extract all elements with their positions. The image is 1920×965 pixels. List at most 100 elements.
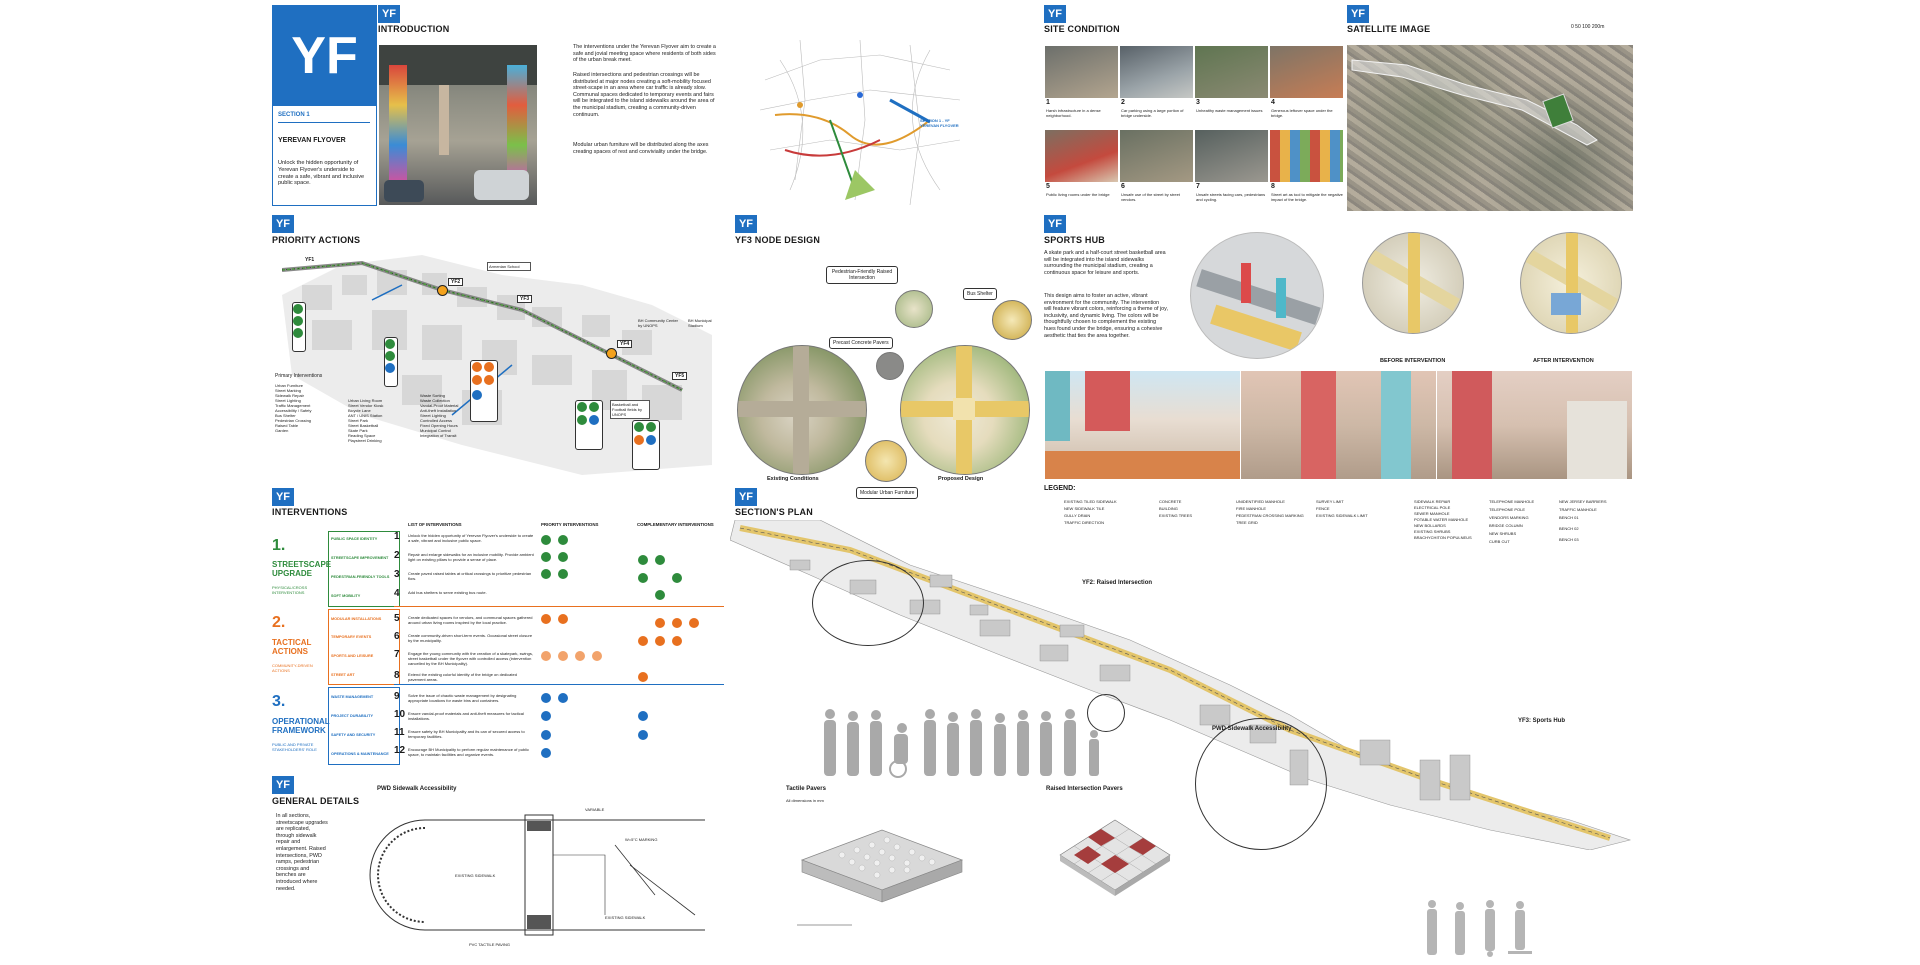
legend-item: NEW BOLLARDS [1414, 523, 1446, 528]
priority-legend: Primary Interventions Urban Furniture St… [272, 373, 492, 485]
legend-item: EXISTING SHRUBS [1414, 529, 1451, 534]
legend-item: Anti-theft Installation [420, 408, 457, 413]
priority-title: PRIORITY ACTIONS [272, 235, 361, 245]
pwd-drawing: EXISTING SIDEWALK EXISTING SIDEWALK PVC … [365, 795, 765, 960]
item-text: Ensure vandal-proof materials and anti-t… [408, 711, 524, 721]
legend-item: NEW JERSEY BARRIERS [1559, 499, 1607, 504]
node-yf3: YF3 [517, 295, 533, 303]
legend-item: Waste Collection [420, 398, 450, 403]
priority-legend-title: Primary Interventions [275, 373, 323, 379]
group-1-tag-4: SOFT MOBILITY [331, 594, 361, 598]
legend-item: Urban Furniture [275, 383, 304, 388]
tactile-note: All dimensions in mm [786, 798, 824, 803]
legend-item: SEWER MANHOLE [1414, 511, 1450, 516]
item-text: Unlock the hidden opportunity of Yerevan… [408, 533, 534, 543]
badge-plan: YF [735, 488, 757, 506]
legend-item: FENCE [1316, 506, 1330, 511]
item-text: Create dedicated spaces for vendors, and… [408, 615, 533, 625]
site-cap-5: Public living rooms under the bridge [1046, 192, 1110, 197]
pwd-label-4: VARIABLE [585, 807, 605, 812]
legend-item: Accessibility / Safety [275, 408, 312, 413]
legend-item: BRIDGE COLUMN [1489, 523, 1523, 528]
legend-item: UNIDENTIFIED MANHOLE [1236, 499, 1285, 504]
group-3-sub: PUBLIC AND PRIVATE STAKEHOLDERS' ROLE [272, 742, 317, 752]
group-3-num: 3. [272, 693, 286, 710]
site-num-6: 6 [1121, 183, 1125, 190]
group-2-num: 2. [272, 614, 286, 631]
group-1-sub: PHYSICAL/CROSS INTERVENTIONS [272, 585, 308, 595]
legend-item: SIDEWALK REPAIR [1414, 499, 1451, 504]
satellite-scale: 0 50 100 200m [1571, 24, 1605, 30]
sports-after-plan [1520, 232, 1622, 334]
site-cap-1: Harsh infrastructure in a dense neighbor… [1046, 108, 1101, 118]
node-callout-pavers: Precast Concrete Pavers [829, 337, 893, 349]
legend-item: CURB CUT [1489, 539, 1510, 544]
legend-item: TREE GRID [1236, 520, 1258, 525]
item-text: Create community-driven short-term event… [408, 633, 533, 643]
site-num-3: 3 [1196, 99, 1200, 106]
sports-after-label: AFTER INTERVENTION [1533, 358, 1594, 364]
intro-photo [378, 44, 538, 206]
site-photo-7 [1194, 129, 1269, 183]
node-callout-bus: Bus Shelter [963, 288, 997, 300]
site-num-4: 4 [1271, 99, 1275, 106]
node-yf1: YF1 [305, 257, 315, 263]
legend-item: Street Park [348, 418, 369, 423]
legend-item: TELEPHONE MANHOLE [1489, 499, 1535, 504]
site-photo-6 [1119, 129, 1194, 183]
site-num-8: 8 [1271, 183, 1275, 190]
section-plan-drawing [729, 519, 1640, 851]
plan-circle-yf2 [812, 560, 924, 646]
legend-item: Street Lighting [420, 413, 446, 418]
plan-title: SECTION'S PLAN [735, 507, 813, 517]
legend-item: Playstreet Drinking [348, 438, 382, 443]
item-num: 4 [394, 588, 400, 599]
node-callout-raised: Pedestrian-Friendly Raised Intersection [826, 266, 898, 284]
legend-item: Street Marking [275, 388, 302, 393]
plan-legend-title: LEGEND: [1044, 485, 1076, 492]
badge-satellite: YF [1347, 5, 1369, 23]
tactile-paver-drawing [792, 810, 982, 930]
item-text: Solve the issue of chaotic waste managem… [408, 693, 517, 703]
node-yf4: YF4 [617, 340, 633, 348]
node-circle-existing [737, 345, 867, 475]
site-photo-1 [1044, 45, 1119, 99]
site-photo-grid [1044, 45, 1344, 215]
node-small-circle-2 [876, 352, 904, 380]
legend-item: Bicycle Lane [348, 408, 371, 413]
intro-p1: The interventions under the Yerevan Flyo… [573, 44, 716, 64]
group-2-tag-2: TEMPORARY EVENTS [331, 635, 372, 639]
group-2-name: TACTICAL ACTIONS [272, 638, 312, 656]
legend-item: GULLY DRAIN [1064, 513, 1091, 518]
badge-sports: YF [1044, 215, 1066, 233]
group-1-num: 1. [272, 537, 286, 554]
interv-head-list: LIST OF INTERVENTIONS [408, 522, 462, 527]
item-num: 11 [394, 727, 405, 738]
intro-map-label: SECTION 1 - YF YEREVAN FLYOVER [920, 118, 959, 128]
legend-item: TRAFFIC MANHOLE [1559, 507, 1597, 512]
badge-intro: YF [378, 5, 400, 23]
intro-p3: Modular urban furniture will be distribu… [573, 142, 709, 155]
node-yf5: YF5 [672, 372, 688, 380]
legend-item: Fixed Opening Hours [420, 423, 458, 428]
interv-head-priority: PRIORITY INTERVENTIONS [541, 522, 599, 527]
group-2-tag-4: STREET ART [331, 673, 355, 677]
site-cap-4: Generous leftover space under the bridge… [1271, 108, 1333, 118]
legend-item: ANT / UNIS Station [348, 413, 383, 418]
group-3-tag-4: OPERATIONS & MAINTENANCE [331, 752, 389, 756]
badge-priority: YF [272, 215, 294, 233]
legend-item: Integration of Transit [420, 433, 457, 438]
pwd-label-2: EXISTING SIDEWALK [605, 915, 646, 920]
site-photo-4 [1269, 45, 1344, 99]
group-3-tag-1: WASTE MANAGEMENT [331, 695, 374, 699]
site-photo-8 [1269, 129, 1344, 183]
item-num: 12 [394, 745, 406, 756]
intro-location-map: SECTION 1 - YF YEREVAN FLYOVER [759, 39, 961, 206]
group-1-tag-2: STREETSCAPE IMPROVEMENT [331, 556, 389, 560]
item-num: 7 [394, 649, 400, 660]
legend-item: NEW SIDEWALK TILE [1064, 506, 1105, 511]
site-title: SITE CONDITION [1044, 24, 1120, 34]
group-2-tag-1: MODULAR INSTALLATIONS [331, 617, 382, 621]
plan-circle-pwd [1087, 694, 1125, 732]
item-num: 8 [394, 670, 400, 681]
